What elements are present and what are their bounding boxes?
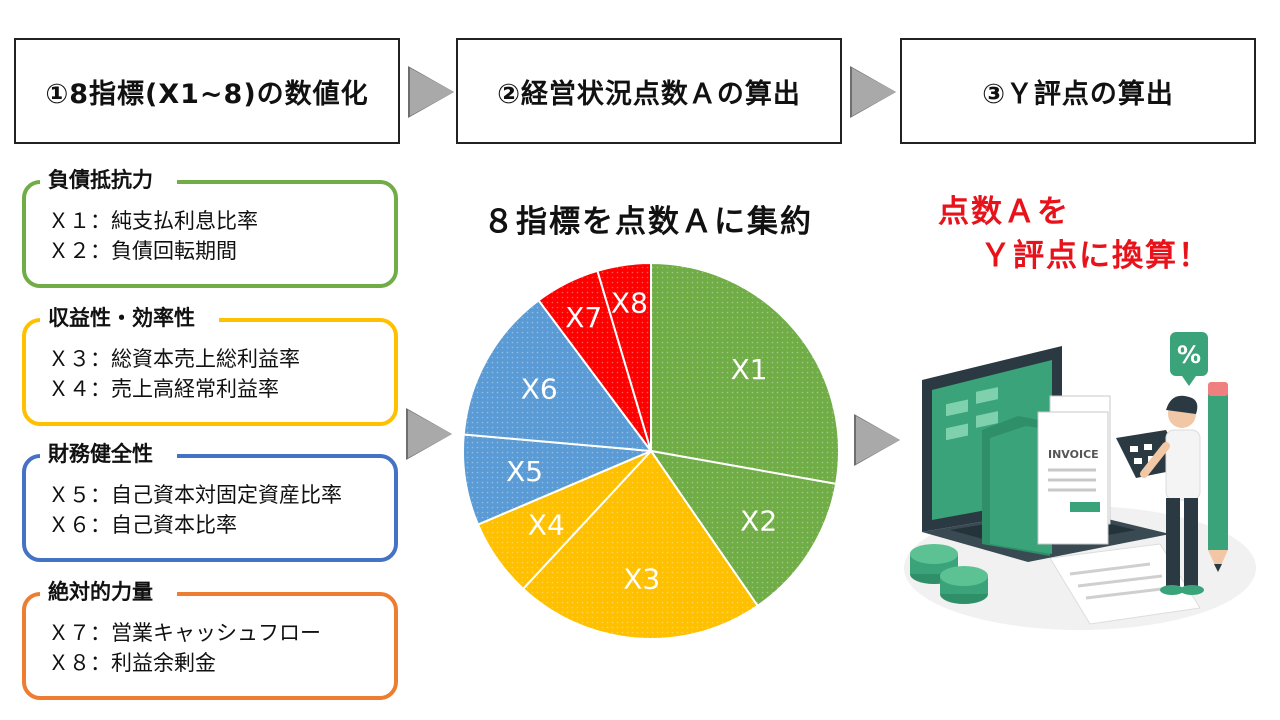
step-2-box: ②経営状況点数Ａの算出 bbox=[456, 38, 842, 144]
indicator-x5: Ｘ５：自己資本対固定資産比率 bbox=[48, 483, 342, 507]
pie-slice-texture bbox=[538, 270, 651, 451]
group-profitability: 収益性・効率性 Ｘ３：総資本売上総利益率 Ｘ４：売上高経常利益率 bbox=[22, 302, 398, 426]
arrow-right-icon bbox=[406, 408, 452, 460]
group-title: 負債抵抗力 bbox=[40, 164, 177, 194]
pie-label-x6: X6 bbox=[521, 373, 558, 406]
pie-slice-texture bbox=[651, 263, 839, 484]
pencil-icon bbox=[1208, 382, 1228, 572]
step-1-label: ①8指標(X1~8)の数値化 bbox=[45, 78, 369, 110]
indicator-x6: Ｘ６：自己資本比率 bbox=[48, 513, 237, 537]
group-title: 財務健全性 bbox=[40, 438, 177, 468]
callout-line-1: 点数Ａを bbox=[938, 194, 1070, 230]
indicator-x3: Ｘ３：総資本売上総利益率 bbox=[48, 347, 300, 371]
pie-slice-texture bbox=[651, 451, 837, 606]
laptop-invoice-illustration: INVOICE % bbox=[904, 332, 1256, 630]
pie-slice-texture bbox=[523, 451, 758, 639]
step-3-box: ③Ｙ評点の算出 bbox=[900, 38, 1256, 144]
pie-label-x8: X8 bbox=[611, 287, 648, 320]
indicator-x7: Ｘ７：営業キャッシュフロー bbox=[48, 621, 321, 645]
pie-label-x5: X5 bbox=[506, 455, 543, 488]
indicator-x2: Ｘ２：負債回転期間 bbox=[48, 239, 237, 263]
percent-badge-text: % bbox=[1177, 341, 1201, 369]
arrow-right-icon bbox=[850, 66, 896, 118]
pie-slice-texture bbox=[463, 300, 651, 451]
group-title: 収益性・効率性 bbox=[40, 302, 219, 332]
arrow-right-icon bbox=[408, 66, 454, 118]
pie-label-x1: X1 bbox=[731, 353, 768, 386]
percent-badge-icon: % bbox=[1170, 332, 1208, 386]
group-title: 絶対的力量 bbox=[40, 576, 177, 606]
indicator-x1: Ｘ１：純支払利息比率 bbox=[48, 209, 258, 233]
indicator-x4: Ｘ４：売上高経常利益率 bbox=[48, 377, 279, 401]
step-1-box: ①8指標(X1~8)の数値化 bbox=[14, 38, 400, 144]
person-figure bbox=[1140, 395, 1204, 595]
invoice-text: INVOICE bbox=[1048, 448, 1099, 461]
pie-slice-texture bbox=[597, 263, 651, 451]
pie-label-x3: X3 bbox=[623, 563, 660, 596]
group-debt-resistance: 負債抵抗力 Ｘ１：純支払利息比率 Ｘ２：負債回転期間 bbox=[22, 164, 398, 288]
pie-slice-texture bbox=[477, 451, 651, 589]
pie-label-x4: X4 bbox=[528, 509, 565, 542]
pie-label-x7: X7 bbox=[565, 301, 602, 334]
step-3-label: ③Ｙ評点の算出 bbox=[982, 78, 1174, 110]
arrow-right-icon bbox=[854, 414, 900, 466]
group-absolute-strength: 絶対的力量 Ｘ７：営業キャッシュフロー Ｘ８：利益余剰金 bbox=[22, 576, 398, 700]
step-2-label: ②経営状況点数Ａの算出 bbox=[497, 78, 801, 110]
callout-line-2: Ｙ評点に換算！ bbox=[980, 238, 1211, 274]
pie-label-x2: X2 bbox=[740, 504, 777, 537]
indicator-x8: Ｘ８：利益余剰金 bbox=[48, 651, 216, 675]
coin-stack-icon bbox=[910, 544, 988, 604]
pie-title: ８指標を点数Ａに集約 bbox=[483, 204, 813, 240]
pie-slice-texture bbox=[463, 434, 651, 525]
group-financial-soundness: 財務健全性 Ｘ５：自己資本対固定資産比率 Ｘ６：自己資本比率 bbox=[22, 438, 398, 562]
